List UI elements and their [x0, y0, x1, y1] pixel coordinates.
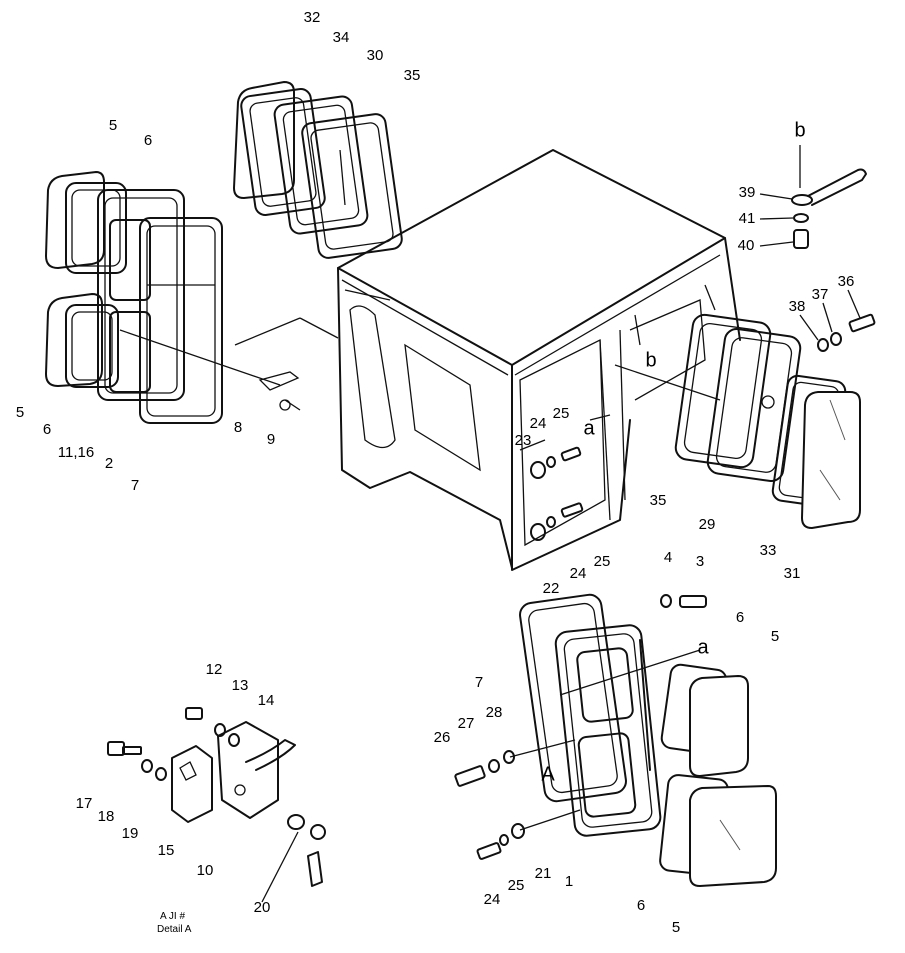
- callout-label: 20: [254, 899, 271, 916]
- callout-label: 15: [158, 842, 175, 859]
- callout-label: 7: [131, 477, 139, 494]
- left-door-group: [44, 170, 339, 424]
- callout-label: b: [794, 119, 805, 141]
- top-window-group: [232, 80, 403, 259]
- callout-label: 4: [664, 549, 672, 566]
- stay-assembly: [759, 145, 867, 249]
- callout-label: 7: [475, 674, 483, 691]
- callout-label: 9: [267, 431, 275, 448]
- callout-label: a: [697, 636, 709, 658]
- callout-label: 40: [738, 237, 755, 254]
- callout-label: 30: [367, 47, 384, 64]
- callout-label: 32: [304, 9, 321, 26]
- center-fasteners: [519, 414, 611, 541]
- right-window-group: [614, 313, 861, 530]
- detail-caption-line2: Detail A: [157, 924, 192, 935]
- callout-label: 31: [784, 565, 801, 582]
- callout-label: 33: [760, 542, 777, 559]
- callout-label: 38: [789, 298, 806, 315]
- callout-label: 14: [258, 692, 275, 709]
- callout-label: 25: [553, 405, 570, 422]
- callout-label: 11,16: [58, 444, 94, 461]
- callout-label: 13: [232, 677, 249, 694]
- callout-label: 18: [98, 808, 115, 825]
- callout-label: 2: [105, 455, 113, 472]
- callout-label: 10: [197, 862, 214, 879]
- callout-label: 35: [404, 67, 421, 84]
- callout-label: 35: [650, 492, 667, 509]
- callout-label: 36: [838, 273, 855, 290]
- callout-label: A: [541, 763, 555, 785]
- callout-label: 34: [333, 29, 350, 46]
- callout-label: 29: [699, 516, 716, 533]
- callout-label: 41: [739, 210, 756, 227]
- callout-label: 8: [234, 419, 242, 436]
- callout-label: 3: [696, 553, 704, 570]
- callout-label: 26: [434, 729, 451, 746]
- detail-caption-line1: A JI #: [160, 911, 185, 922]
- callout-label: 12: [206, 661, 223, 678]
- callout-label: b: [645, 349, 656, 371]
- callout-label: 5: [109, 117, 117, 134]
- callout-label: a: [583, 417, 595, 439]
- screw-set-36-38: [799, 289, 876, 352]
- callout-label: 6: [43, 421, 51, 438]
- callout-label: 37: [812, 286, 829, 303]
- callout-label: 22: [543, 580, 560, 597]
- callout-label: 6: [144, 132, 152, 149]
- callout-label: 39: [739, 184, 756, 201]
- right-door-group: [454, 593, 777, 888]
- callout-label: 28: [486, 704, 503, 721]
- cab-body: [337, 149, 741, 571]
- callout-label: 6: [736, 609, 744, 626]
- callout-label: 5: [672, 919, 680, 936]
- callout-label: 5: [16, 404, 24, 421]
- callout-label: 1: [565, 873, 573, 890]
- callout-label: 24: [530, 415, 547, 432]
- callout-label: 21: [535, 865, 552, 882]
- callout-label: 6: [637, 897, 645, 914]
- callout-label: 23: [515, 432, 532, 449]
- callout-label: 19: [122, 825, 139, 842]
- callout-label: 25: [594, 553, 611, 570]
- callout-label: 25: [508, 877, 525, 894]
- callout-label: 24: [484, 891, 501, 908]
- callout-label: 24: [570, 565, 587, 582]
- callout-label: 27: [458, 715, 475, 732]
- lock-detail-a: [107, 707, 326, 903]
- callout-label: 17: [76, 795, 93, 812]
- callout-label: 5: [771, 628, 779, 645]
